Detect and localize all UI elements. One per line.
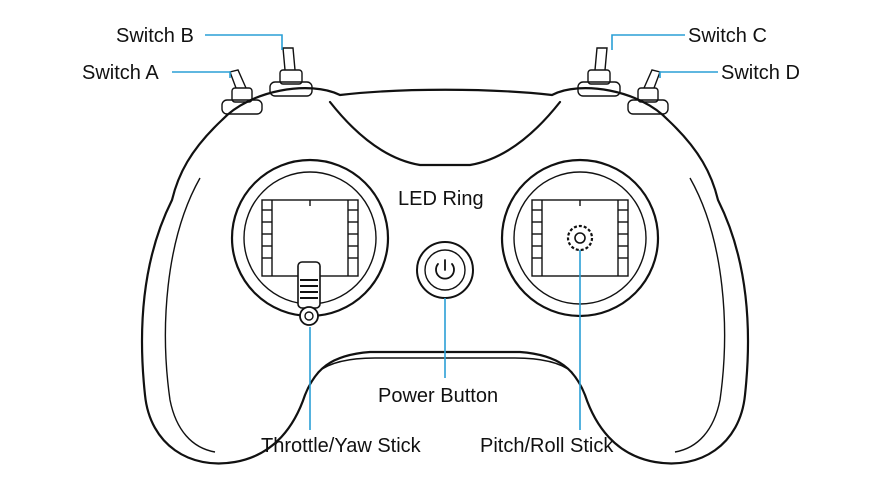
switch-d[interactable] — [627, 69, 669, 115]
switch-b[interactable] — [269, 47, 313, 97]
power-button-label: Power Button — [378, 385, 498, 407]
led-ring-label: LED Ring — [398, 188, 484, 210]
leader-lines — [172, 34, 718, 430]
throttle-yaw-stick[interactable] — [230, 158, 390, 326]
switch-a-label: Switch A — [82, 62, 159, 84]
switch-c[interactable] — [577, 47, 621, 97]
switch-b-label: Switch B — [116, 25, 194, 47]
pitch-roll-stick-label: Pitch/Roll Stick — [480, 435, 614, 457]
power-button[interactable] — [416, 241, 474, 299]
throttle-yaw-stick-label: Throttle/Yaw Stick — [261, 435, 422, 457]
switch-a[interactable] — [221, 69, 263, 115]
power-icon — [435, 259, 455, 280]
switch-d-label: Switch D — [721, 62, 800, 84]
switch-c-label: Switch C — [688, 25, 767, 47]
